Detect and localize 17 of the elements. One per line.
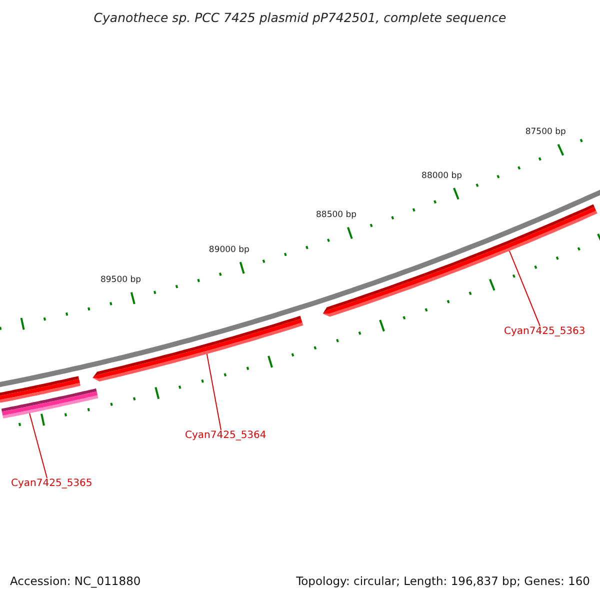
leader-line	[508, 250, 540, 326]
gene-label: Cyan7425_5363	[504, 326, 586, 337]
scale-label: 88500 bp	[316, 210, 357, 220]
scale-label: 89000 bp	[208, 244, 250, 255]
leader-line	[29, 412, 48, 478]
scale-label: 88000 bp	[422, 170, 462, 181]
gene-segment	[92, 316, 304, 382]
leader-line	[206, 354, 222, 430]
scale-label: 89500 bp	[100, 274, 142, 285]
gene-segment	[1, 388, 98, 418]
footer-text: Topology: circular; Length: 196,837 bp; Genes: 160	[296, 574, 590, 588]
gene-segment	[0, 376, 80, 403]
gene-label: Cyan7425_5364	[185, 430, 266, 441]
gene-label: Cyan7425_5365	[11, 478, 92, 489]
footer-text: Accession: NC_011880	[10, 574, 141, 588]
diagram-title: Cyanothece sp. PCC 7425 plasmid pP742501, complete sequence	[92, 10, 508, 25]
scale-label: 87500 bp	[525, 127, 566, 138]
